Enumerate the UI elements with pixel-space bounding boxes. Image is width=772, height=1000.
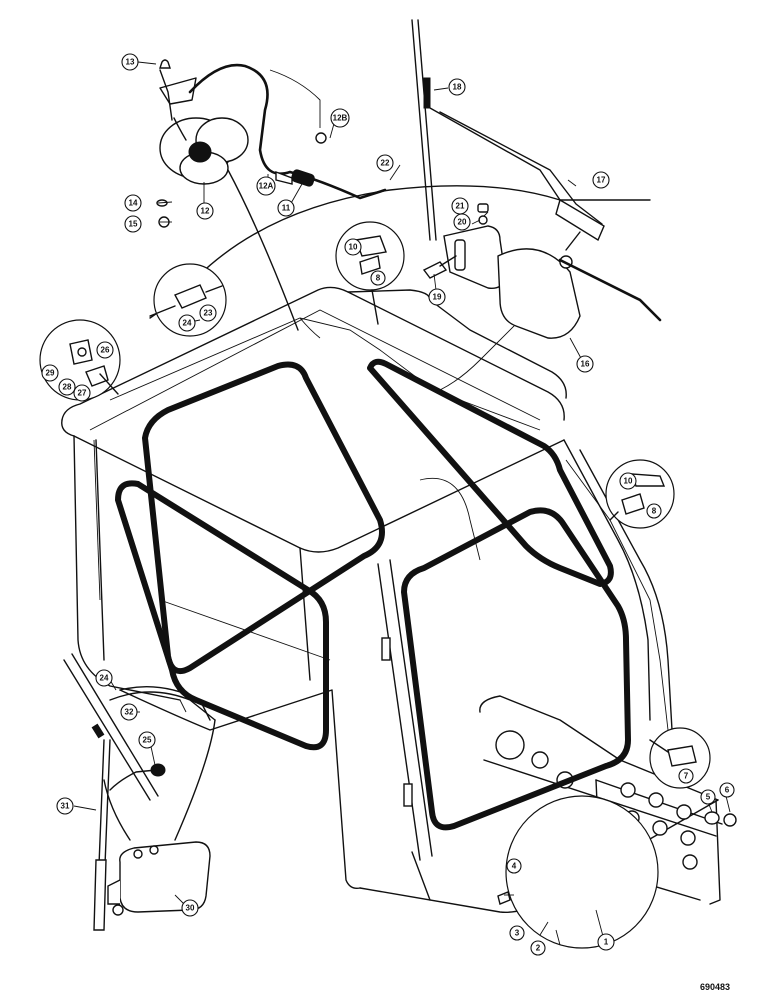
wiring-harness [93,169,669,731]
callout-4: 4 [506,858,522,874]
callout-11: 11 [277,199,295,217]
svg-text:26: 26 [101,346,110,355]
callout-2: 2 [530,940,546,956]
horn-wire [188,63,387,200]
callout-13: 13 [121,53,139,71]
callout-12a: 12A [256,176,276,196]
callout-25: 25 [138,731,156,749]
svg-text:4: 4 [512,862,517,871]
callout-6: 6 [719,782,735,798]
lower-hinge [403,783,413,807]
horn-assembly [156,59,249,228]
svg-text:18: 18 [453,83,462,92]
callout-12: 12 [196,202,214,220]
callout-28: 28 [58,378,76,396]
door-window-seal [401,507,631,831]
wiper-arm-17 [429,107,605,242]
drawing-code: 690483 [700,982,731,992]
svg-text:12B: 12B [333,114,348,123]
svg-text:2: 2 [536,944,541,953]
svg-text:11: 11 [282,204,291,213]
front-wiper-blade-32 [63,653,159,801]
inset-8-10-top [335,221,405,325]
svg-text:15: 15 [129,220,138,229]
wiper-motor-16 [443,225,662,339]
callout-29: 29 [41,364,59,382]
callout-16: 16 [576,355,594,373]
svg-text:12: 12 [201,207,210,216]
callout-8-top: 8 [370,270,386,286]
callout-12b: 12B [330,108,350,128]
svg-text:31: 31 [61,802,70,811]
svg-text:3: 3 [515,929,520,938]
inset-8-10-right [605,459,675,529]
conduit-24-lower [109,691,216,841]
callout-5: 5 [700,789,716,805]
svg-text:6: 6 [725,786,730,795]
wiper-blade-18 [411,19,437,241]
callout-17: 17 [592,171,610,189]
callout-14: 14 [124,194,142,212]
svg-text:24: 24 [183,319,192,328]
svg-text:25: 25 [143,736,152,745]
callout-1: 1 [597,933,615,951]
svg-text:29: 29 [46,369,55,378]
right-window-seal [367,358,614,587]
callout-3: 3 [509,925,525,941]
callout-20: 20 [453,213,471,231]
svg-text:17: 17 [597,176,606,185]
front-wiper-motor-30 [103,686,211,916]
callout-10-right: 10 [619,472,637,490]
svg-text:14: 14 [129,199,138,208]
callout-24-top: 24 [178,314,196,332]
callout-23: 23 [199,304,217,322]
svg-text:28: 28 [63,383,72,392]
callout-26: 26 [96,341,114,359]
small-parts-20-21 [477,203,489,225]
svg-text:24: 24 [100,674,109,683]
inset-7 [649,727,711,789]
bolt-19 [422,255,457,279]
svg-text:12A: 12A [259,182,274,191]
inset-switch [505,795,659,949]
svg-text:5: 5 [706,793,711,802]
svg-text:16: 16 [581,360,590,369]
callout-18: 18 [448,78,466,96]
callout-15: 15 [124,215,142,233]
svg-text:19: 19 [433,293,442,302]
callout-32: 32 [120,703,138,721]
callout-24-left: 24 [95,669,113,687]
svg-text:23: 23 [204,309,213,318]
callout-22: 22 [376,154,394,172]
callout-19: 19 [428,288,446,306]
svg-text:22: 22 [381,159,390,168]
callout-27: 27 [73,384,91,402]
callout-7: 7 [678,768,694,784]
callout-31: 31 [56,797,74,815]
svg-text:8: 8 [376,274,381,283]
svg-text:30: 30 [186,904,195,913]
front-wiper-arm-31 [93,739,111,931]
svg-text:1: 1 [604,938,609,947]
svg-text:10: 10 [624,477,633,486]
svg-text:27: 27 [78,389,87,398]
windshield-seal [142,361,385,674]
callout-8-right: 8 [646,503,662,519]
svg-text:32: 32 [125,708,134,717]
svg-text:7: 7 [684,772,689,781]
svg-text:8: 8 [652,507,657,516]
callout-30: 30 [181,899,199,917]
svg-text:20: 20 [458,218,467,227]
svg-text:21: 21 [456,202,465,211]
callout-10-top: 10 [344,238,362,256]
svg-text:13: 13 [126,58,135,67]
callout-21: 21 [451,197,469,215]
left-window-seal [115,480,329,751]
upper-hinge [381,637,391,661]
svg-text:10: 10 [349,243,358,252]
